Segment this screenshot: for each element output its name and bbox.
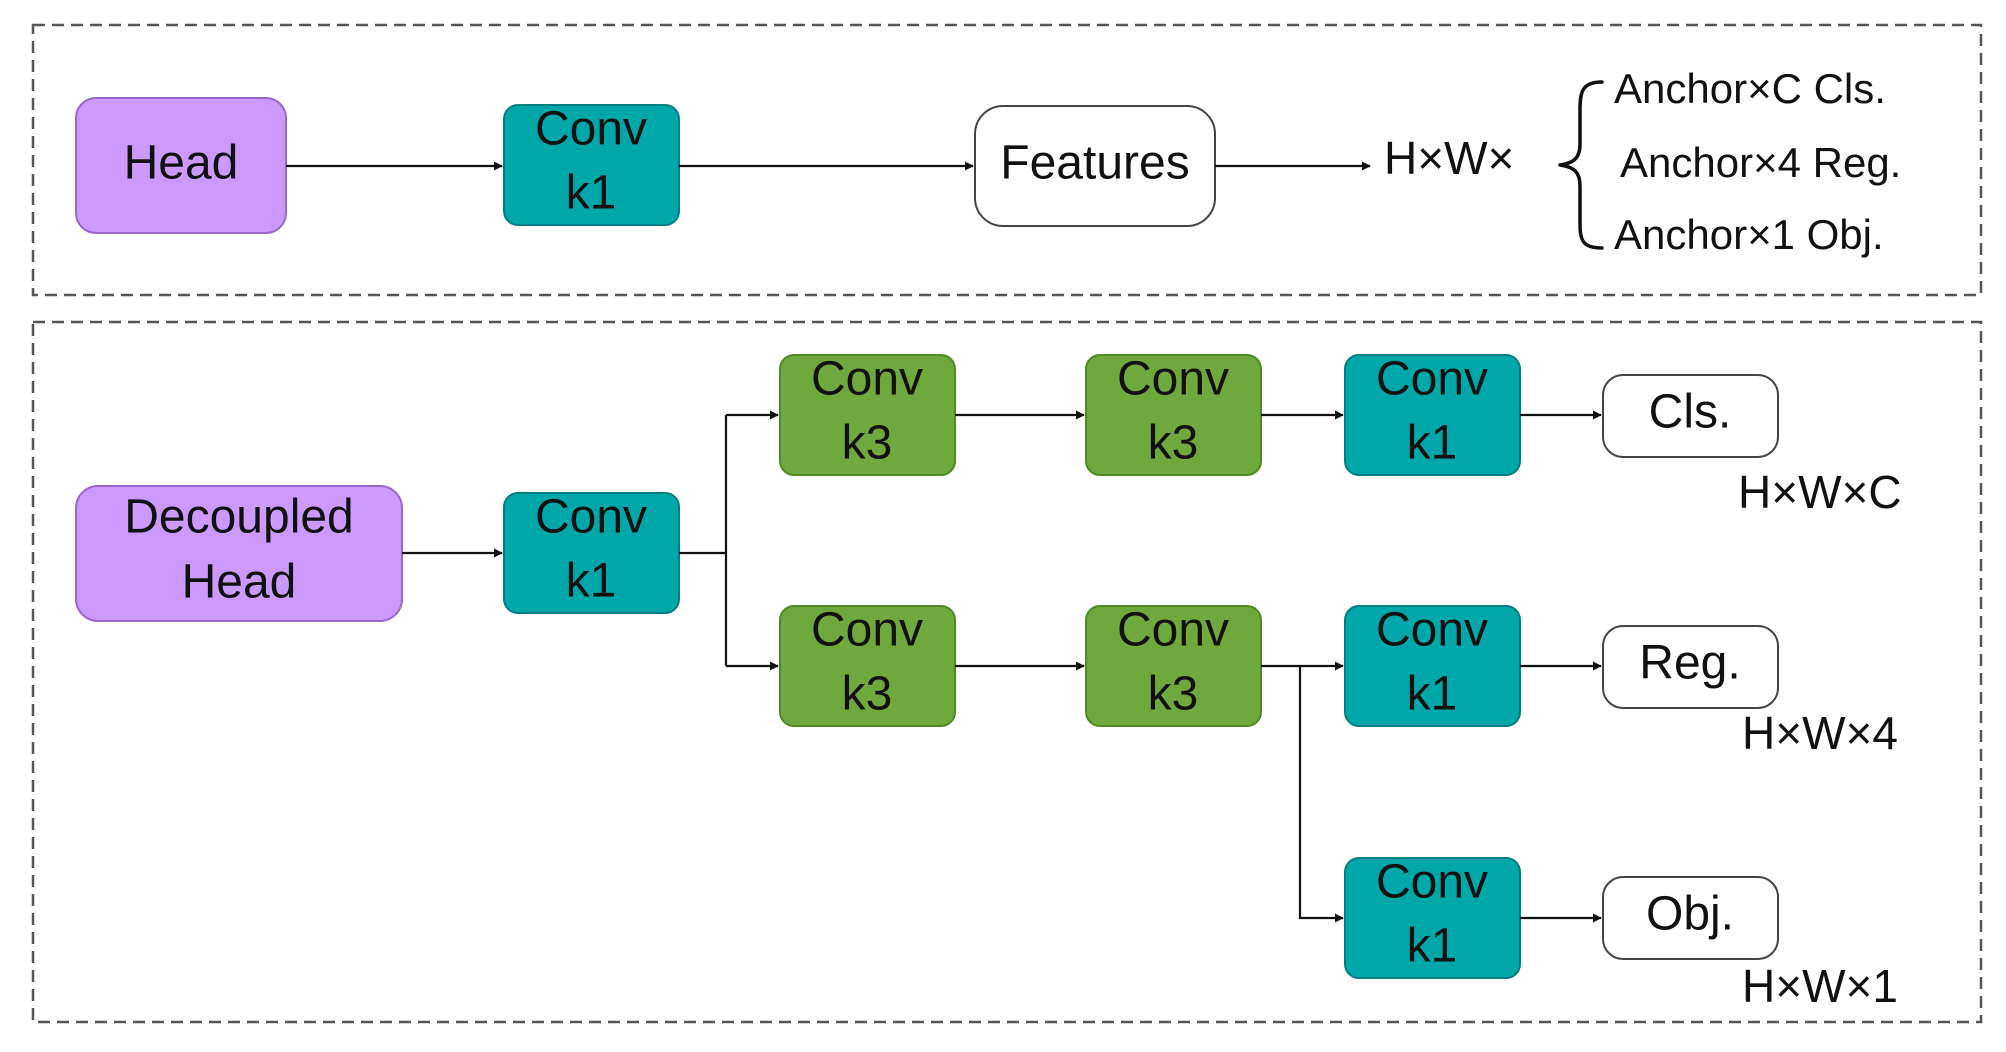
cls-conv1-label: Conv [811, 353, 923, 406]
edge-to-obj-conv [1298, 666, 1344, 923]
top-output-prefix: H×W× [1384, 132, 1514, 184]
obj-output-shape: H×W×1 [1742, 960, 1898, 1012]
obj-conv-kernel: k1 [1407, 920, 1458, 973]
reg-output-node: Reg. [1602, 625, 1779, 709]
reg-conv1-label: Conv [811, 604, 923, 657]
cls-output-label: Cls. [1649, 386, 1732, 439]
coupled-head-panel [31, 23, 1983, 297]
reg-conv2-label: Conv [1117, 604, 1229, 657]
top-conv-k1-node: Conv k1 [503, 103, 680, 226]
reg-conv2-kernel: k3 [1148, 668, 1199, 721]
output-brace [1558, 80, 1604, 250]
cls-conv-k1-node: Conv k1 [1344, 353, 1521, 476]
reg-conv3-kernel: k1 [1407, 668, 1458, 721]
reg-output-shape: H×W×4 [1742, 707, 1898, 759]
cls-conv1-kernel: k3 [842, 417, 893, 470]
top-output-cls: Anchor×C Cls. [1614, 65, 1886, 112]
features-label: Features [1000, 137, 1189, 190]
top-conv-kernel: k1 [566, 167, 617, 220]
obj-conv-label: Conv [1376, 856, 1488, 909]
stem-conv-k1-node: Conv k1 [503, 491, 680, 614]
reg-output-label: Reg. [1639, 637, 1740, 690]
cls-conv2-kernel: k3 [1148, 417, 1199, 470]
cls-conv3-kernel: k1 [1407, 417, 1458, 470]
top-conv-label: Conv [535, 103, 647, 156]
reg-conv3-label: Conv [1376, 604, 1488, 657]
cls-conv-k3-2-node: Conv k3 [1085, 353, 1262, 476]
obj-output-label: Obj. [1646, 888, 1734, 941]
cls-output-node: Cls. [1602, 374, 1779, 458]
cls-output-shape: H×W×C [1738, 466, 1902, 518]
top-output-obj: Anchor×1 Obj. [1614, 211, 1884, 258]
stem-conv-kernel: k1 [566, 555, 617, 608]
reg-conv-k3-2-node: Conv k3 [1085, 604, 1262, 727]
reg-conv-k1-node: Conv k1 [1344, 604, 1521, 727]
features-node: Features [974, 105, 1216, 227]
obj-conv-k1-node: Conv k1 [1344, 856, 1521, 979]
head-node: Head [75, 97, 287, 234]
decoupled-head-node: Decoupled Head [75, 485, 403, 622]
stem-conv-label: Conv [535, 491, 647, 544]
decoupled-head-panel [31, 320, 1983, 1024]
obj-output-node: Obj. [1602, 876, 1779, 960]
decoupled-head-label-line1: Decoupled [124, 491, 354, 544]
cls-conv2-label: Conv [1117, 353, 1229, 406]
top-output-reg: Anchor×4 Reg. [1620, 139, 1901, 186]
decoupled-head-label-line2: Head [182, 556, 297, 609]
cls-conv3-label: Conv [1376, 353, 1488, 406]
reg-conv1-kernel: k3 [842, 668, 893, 721]
head-label: Head [124, 137, 239, 190]
cls-conv-k3-1-node: Conv k3 [779, 353, 956, 476]
reg-conv-k3-1-node: Conv k3 [779, 604, 956, 727]
